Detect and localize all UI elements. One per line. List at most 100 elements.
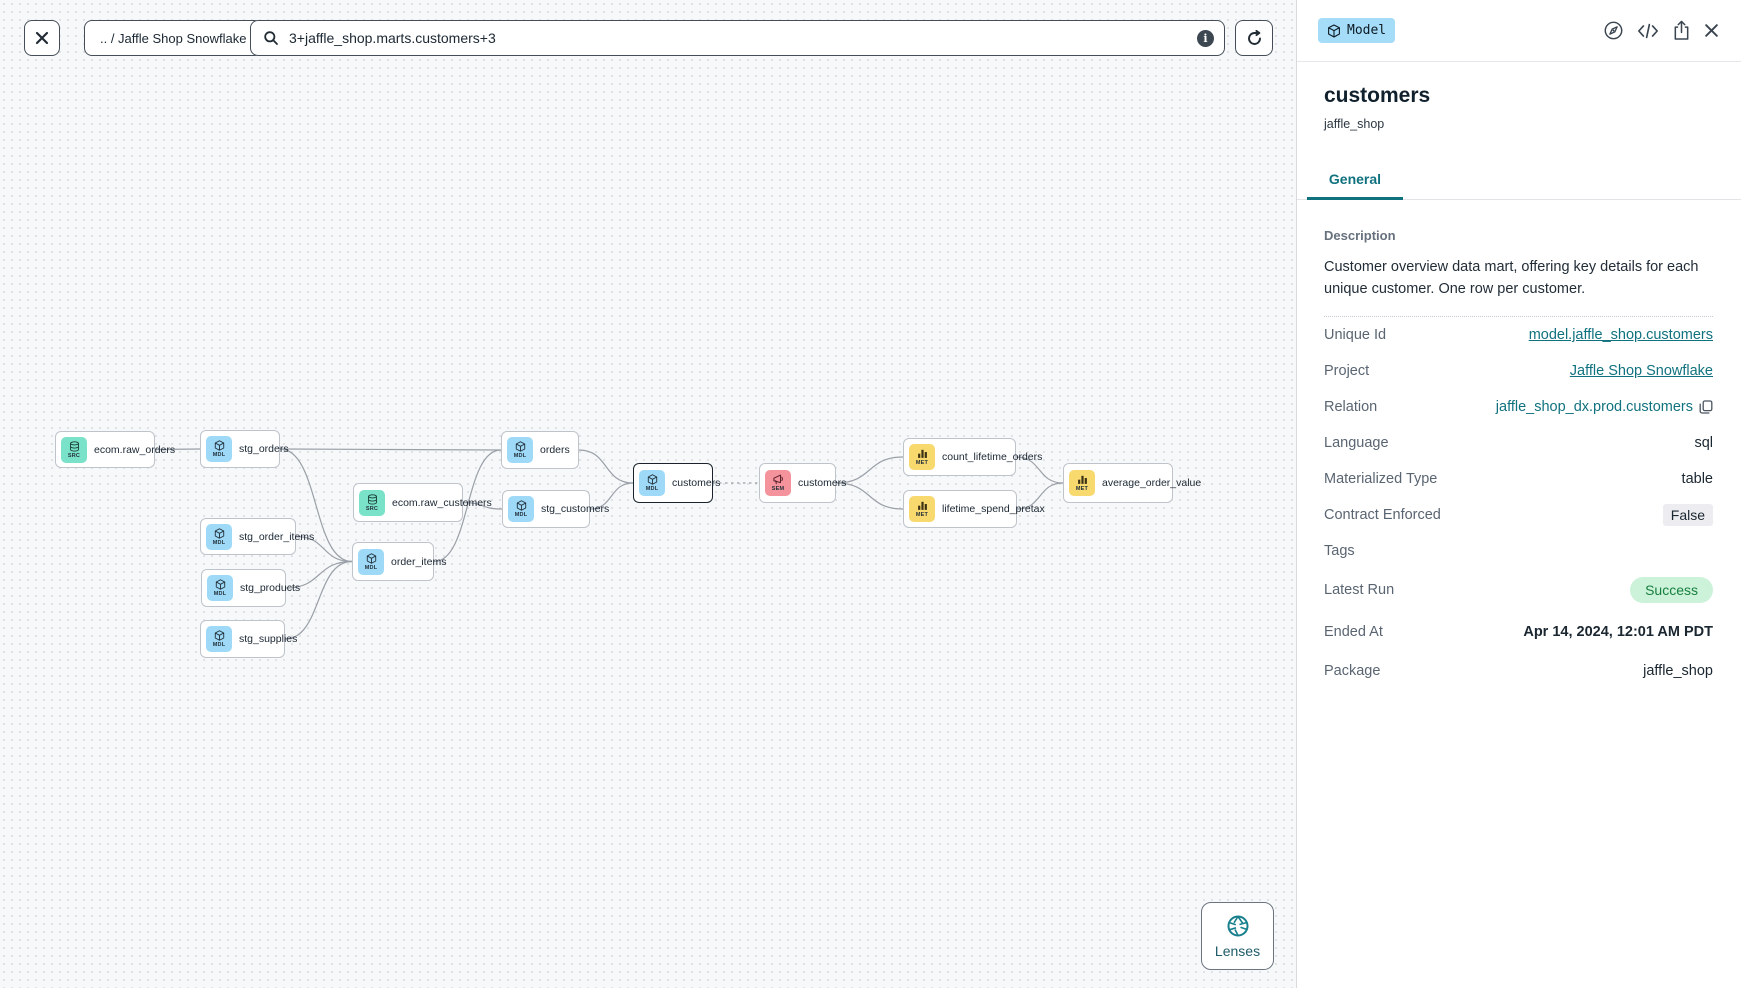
divider	[1324, 316, 1713, 317]
graph-node-label: customers	[798, 477, 847, 489]
description-heading: Description	[1324, 228, 1396, 243]
detail-row-unique-id: Unique Id model.jaffle_shop.customers	[1324, 317, 1713, 353]
detail-label: Materialized Type	[1324, 471, 1438, 487]
compass-icon	[1604, 21, 1623, 40]
detail-row-tags: Tags	[1324, 533, 1713, 569]
description-text: Customer overview data mart, offering ke…	[1324, 259, 1699, 297]
detail-label: Language	[1324, 435, 1389, 451]
database-icon: SRC	[61, 436, 87, 463]
graph-node-ecom_raw_customers[interactable]: SRC ecom.raw_customers	[353, 483, 492, 522]
close-icon	[35, 31, 49, 45]
graph-node-label: orders	[540, 444, 570, 456]
bar-chart-icon: MET	[909, 496, 935, 522]
details-panel: Model	[1296, 0, 1741, 988]
code-icon	[1638, 23, 1658, 38]
graph-node-ecom_raw_orders[interactable]: SRC ecom.raw_orders	[55, 431, 175, 468]
info-icon[interactable]: i	[1197, 29, 1214, 47]
lineage-search[interactable]: i	[250, 20, 1225, 56]
graph-node-lifetime_spend_pretax[interactable]: MET lifetime_spend_pretax	[903, 490, 1045, 528]
resource-type-label: Model	[1347, 23, 1387, 38]
page-subtitle: jaffle_shop	[1324, 117, 1385, 131]
relation-value: jaffle_shop_dx.prod.customers	[1495, 399, 1693, 415]
detail-row-contract: Contract Enforced False	[1324, 497, 1713, 533]
unique-id-link[interactable]: model.jaffle_shop.customers	[1528, 327, 1713, 343]
detail-label: Unique Id	[1324, 327, 1387, 343]
graph-node-label: stg_orders	[239, 443, 289, 455]
detail-label: Latest Run	[1324, 582, 1395, 598]
graph-node-customers[interactable]: MDL customers	[633, 463, 720, 503]
graph-node-label: customers	[672, 477, 721, 489]
breadcrumb[interactable]: .. / Jaffle Shop Snowflake	[84, 20, 263, 56]
graph-node-label: ecom.raw_orders	[94, 443, 176, 456]
cube-icon: MDL	[207, 575, 233, 601]
graph-node-label: stg_customers	[541, 503, 610, 515]
bar-chart-icon: MET	[909, 444, 935, 470]
panel-tabbar: General	[1297, 161, 1741, 200]
detail-row-language: Language sql	[1324, 425, 1713, 461]
cube-icon: MDL	[358, 548, 384, 575]
cube-icon: MDL	[206, 626, 232, 652]
lenses-button[interactable]: Lenses	[1201, 902, 1274, 970]
cube-icon: MDL	[206, 523, 232, 550]
contract-badge: False	[1662, 504, 1713, 526]
explore-button[interactable]	[1603, 20, 1624, 41]
graph-node-stg_products[interactable]: MDL stg_products	[201, 569, 300, 607]
megaphone-icon: SEM	[765, 470, 791, 496]
search-icon	[264, 31, 278, 45]
panel-header: Model	[1297, 0, 1741, 62]
tab-general[interactable]: General	[1307, 161, 1403, 200]
graph-node-label: ecom.raw_customers	[392, 496, 492, 509]
graph-node-label: lifetime_spend_pretax	[942, 503, 1045, 515]
graph-node-label: count_lifetime_orders	[942, 451, 1043, 463]
detail-label: Package	[1324, 663, 1381, 679]
resource-type-badge: Model	[1318, 18, 1396, 43]
graph-node-label: average_order_value	[1102, 477, 1202, 489]
refresh-button[interactable]	[1235, 20, 1273, 56]
search-input[interactable]	[287, 29, 1189, 47]
language-value: sql	[1694, 435, 1713, 451]
cube-icon: MDL	[507, 437, 533, 463]
detail-row-latest-run: Latest Run Success	[1324, 569, 1713, 611]
graph-node-order_items[interactable]: MDL order_items	[352, 542, 446, 581]
close-panel-button[interactable]	[1704, 23, 1719, 38]
graph-node-label: stg_products	[240, 582, 301, 594]
close-lineage-button[interactable]	[24, 20, 60, 56]
graph-node-orders[interactable]: MDL orders	[501, 431, 579, 469]
graph-node-stg_supplies[interactable]: MDL stg_supplies	[200, 620, 297, 658]
view-code-button[interactable]	[1637, 22, 1659, 40]
detail-label: Relation	[1324, 399, 1378, 415]
graph-node-label: order_items	[391, 555, 447, 568]
detail-row-materialized: Materialized Type table	[1324, 461, 1713, 497]
status-badge: Success	[1630, 577, 1713, 603]
lenses-aperture-icon	[1227, 915, 1248, 936]
graph-node-customers_sem[interactable]: SEM customers	[759, 463, 846, 503]
cube-icon: MDL	[639, 470, 665, 496]
detail-label: Tags	[1324, 543, 1355, 559]
cube-icon	[1328, 23, 1340, 38]
share-button[interactable]	[1672, 20, 1691, 41]
ended-at-value: Apr 14, 2024, 12:01 AM PDT	[1523, 624, 1713, 640]
project-link[interactable]: Jaffle Shop Snowflake	[1569, 363, 1713, 379]
detail-row-package: Package jaffle_shop	[1324, 653, 1713, 689]
lenses-label: Lenses	[1214, 942, 1261, 959]
graph-node-label: stg_supplies	[239, 633, 298, 645]
detail-label: Ended At	[1324, 624, 1383, 640]
copy-icon[interactable]	[1699, 400, 1713, 414]
detail-label: Project	[1324, 363, 1370, 379]
database-icon: SRC	[359, 489, 385, 516]
graph-node-label: stg_order_items	[239, 530, 315, 543]
package-value: jaffle_shop	[1643, 663, 1713, 679]
graph-node-count_lifetime_orders[interactable]: MET count_lifetime_orders	[903, 438, 1042, 476]
detail-row-relation: Relation jaffle_shop_dx.prod.customers	[1324, 389, 1713, 425]
refresh-icon	[1247, 29, 1261, 45]
bar-chart-icon: MET	[1069, 470, 1095, 496]
breadcrumb-label: .. / Jaffle Shop Snowflake	[100, 30, 247, 46]
close-icon	[1705, 24, 1718, 37]
graph-node-average_order_value[interactable]: MET average_order_value	[1063, 463, 1201, 503]
graph-node-stg_order_items[interactable]: MDL stg_order_items	[200, 518, 314, 555]
detail-row-project: Project Jaffle Shop Snowflake	[1324, 353, 1713, 389]
materialized-value: table	[1681, 471, 1713, 487]
